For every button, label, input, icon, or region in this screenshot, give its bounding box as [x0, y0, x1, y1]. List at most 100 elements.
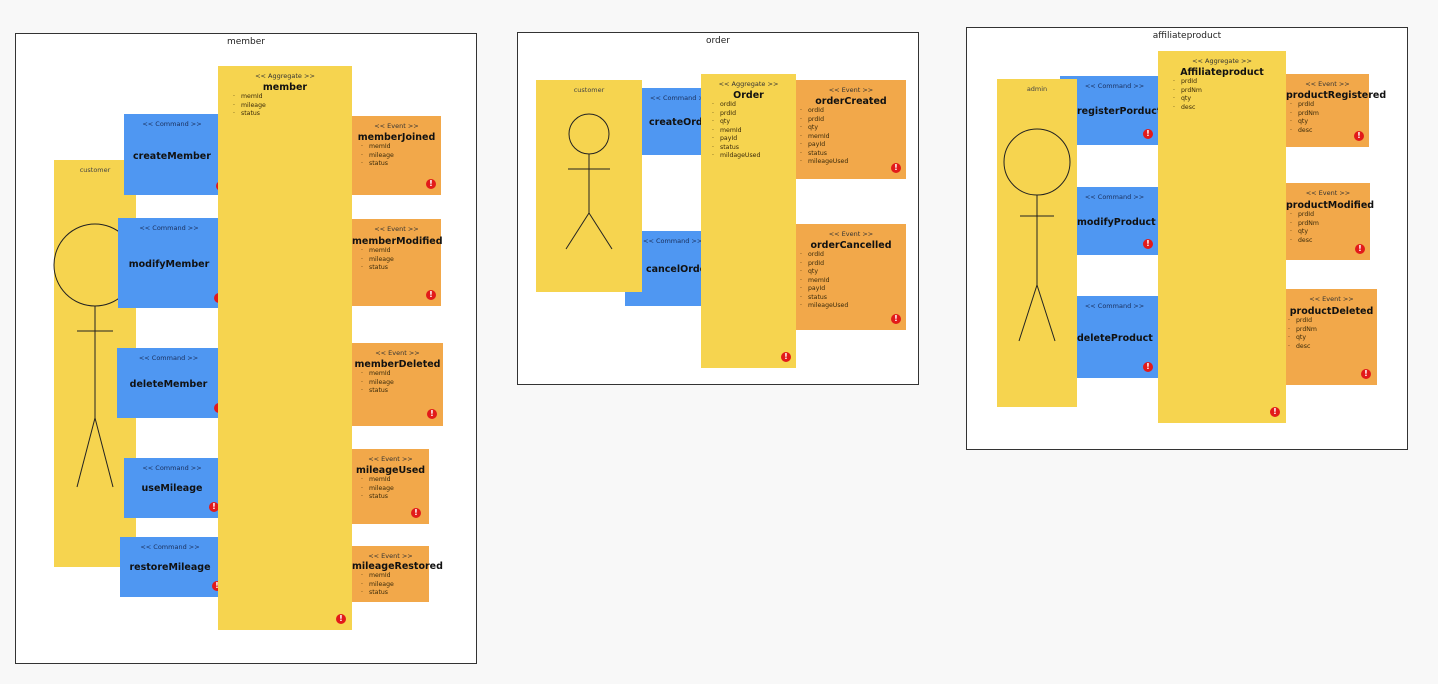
- event-member-modified[interactable]: << Event >> memberModified memId mileage…: [352, 219, 443, 306]
- command-create-order[interactable]: << Command >> createOrder: [642, 88, 714, 155]
- warning-icon[interactable]: !: [1354, 131, 1364, 141]
- warning-icon[interactable]: !: [1355, 244, 1365, 254]
- event-name: orderCreated: [815, 96, 887, 107]
- attribute: prdId: [800, 116, 848, 125]
- warning-icon[interactable]: !: [1143, 239, 1153, 249]
- attribute: mileage: [361, 379, 394, 388]
- warning-icon[interactable]: !: [209, 502, 219, 512]
- attribute: prdId: [1288, 317, 1317, 326]
- attribute: ordId: [800, 251, 848, 260]
- stereotype: << Event >>: [375, 349, 420, 357]
- warning-icon[interactable]: !: [411, 508, 421, 518]
- attribute: prdNm: [1290, 220, 1319, 229]
- attribute: status: [361, 493, 394, 502]
- stereotype: << Command >>: [138, 354, 199, 362]
- attribute: status: [361, 264, 394, 273]
- attribute: mileage: [361, 485, 394, 494]
- context-title: member: [226, 37, 266, 47]
- attribute: mileage: [361, 256, 394, 265]
- warning-icon[interactable]: !: [1361, 369, 1371, 379]
- attribute-list: memId mileage status: [361, 247, 394, 273]
- actor-admin[interactable]: admin: [997, 79, 1077, 407]
- stereotype: << Event >>: [1305, 189, 1351, 197]
- warning-icon[interactable]: !: [891, 314, 901, 324]
- event-mileage-used[interactable]: << Event >> mileageUsed memId mileage st…: [352, 449, 429, 524]
- attribute: status: [233, 110, 266, 119]
- command-name: modifyMember: [128, 259, 210, 270]
- command-name: useMileage: [141, 483, 203, 494]
- warning-icon[interactable]: !: [427, 409, 437, 419]
- event-name: mileageUsed: [355, 465, 426, 476]
- warning-icon[interactable]: !: [1270, 407, 1280, 417]
- command-name: deleteProduct: [1077, 333, 1153, 344]
- command-name: modifyProduct: [1077, 217, 1156, 228]
- attribute: memId: [361, 247, 394, 256]
- event-member-joined[interactable]: << Event >> memberJoined memId mileage s…: [352, 116, 441, 195]
- actor-customer[interactable]: customer: [536, 80, 642, 292]
- attribute-list: prdId prdNm qty desc: [1173, 78, 1202, 112]
- attribute-list: ordId prdId qty memId payId status milea…: [800, 107, 848, 167]
- command-delete-member[interactable]: << Command >> deleteMember !: [117, 348, 224, 418]
- event-product-deleted[interactable]: << Event >> productDeleted prdId prdNm q…: [1286, 289, 1377, 385]
- aggregate-name: Affiliateproduct: [1180, 67, 1264, 78]
- event-name: mileageRestored: [352, 561, 443, 572]
- warning-icon[interactable]: !: [1143, 129, 1153, 139]
- warning-icon[interactable]: !: [212, 581, 222, 591]
- stereotype: << Command >>: [650, 94, 710, 102]
- attribute: qty: [800, 124, 848, 133]
- event-product-modified[interactable]: << Event >> productModified prdId prdNm …: [1286, 183, 1375, 260]
- stereotype: << Command >>: [1084, 302, 1145, 310]
- attribute-list: ordId prdId qty memId payId status milea…: [800, 251, 848, 311]
- event-name: memberDeleted: [354, 359, 441, 370]
- warning-icon[interactable]: !: [891, 163, 901, 173]
- stereotype: << Aggregate >>: [255, 72, 315, 80]
- warning-icon[interactable]: !: [426, 290, 436, 300]
- attribute-list: prdId prdNm qty desc: [1290, 211, 1319, 245]
- attribute: memId: [800, 133, 848, 142]
- actor-label: customer: [79, 166, 111, 174]
- attribute: prdId: [1290, 101, 1319, 110]
- warning-icon[interactable]: !: [1143, 362, 1153, 372]
- attribute: status: [712, 144, 760, 153]
- attribute: mileageUsed: [800, 302, 848, 311]
- attribute: prdId: [1290, 211, 1319, 220]
- attribute: memId: [361, 143, 394, 152]
- attribute: status: [361, 589, 394, 598]
- event-order-cancelled[interactable]: << Event >> orderCancelled ordId prdId q…: [796, 224, 906, 330]
- event-member-deleted[interactable]: << Event >> memberDeleted memId mileage …: [352, 343, 443, 426]
- aggregate-affiliateproduct[interactable]: << Aggregate >> Affiliateproduct prdId p…: [1158, 51, 1286, 423]
- warning-icon[interactable]: !: [426, 179, 436, 189]
- stereotype: << Event >>: [368, 455, 413, 463]
- actor-label: customer: [573, 86, 605, 94]
- attribute: ordId: [800, 107, 848, 116]
- attribute-list: memId mileage status: [233, 93, 266, 119]
- command-name: cancelOrder: [646, 264, 711, 275]
- event-order-created[interactable]: << Event >> orderCreated ordId prdId qty…: [796, 80, 906, 179]
- attribute: mileageUsed: [800, 158, 848, 167]
- aggregate-member[interactable]: << Aggregate >> member memId mileage sta…: [218, 66, 352, 630]
- attribute: payId: [800, 285, 848, 294]
- command-name: createOrder: [649, 117, 714, 128]
- stereotype: << Event >>: [374, 225, 419, 233]
- command-restore-mileage[interactable]: << Command >> restoreMileage !: [120, 537, 222, 597]
- attribute: desc: [1290, 127, 1319, 136]
- command-use-mileage[interactable]: << Command >> useMileage !: [124, 458, 220, 518]
- event-product-registered[interactable]: << Event >> productRegistered prdId prdN…: [1286, 74, 1386, 147]
- attribute-list: ordId prdId qty memId payId status milda…: [712, 101, 760, 161]
- warning-icon[interactable]: !: [781, 352, 791, 362]
- event-name: productModified: [1286, 200, 1375, 211]
- actor-label: admin: [1026, 85, 1048, 93]
- attribute: prdNm: [1173, 87, 1202, 96]
- command-name: createMember: [133, 151, 211, 162]
- command-modify-member[interactable]: << Command >> modifyMember !: [118, 218, 224, 308]
- attribute-list: memId mileage status: [361, 476, 394, 502]
- attribute: payId: [800, 141, 848, 150]
- stereotype: << Command >>: [139, 224, 199, 232]
- warning-icon[interactable]: !: [336, 614, 346, 624]
- attribute: qty: [712, 118, 760, 127]
- aggregate-name: Order: [733, 90, 764, 101]
- stereotype: << Command >>: [140, 543, 200, 551]
- command-create-member[interactable]: << Command >> createMember !: [124, 114, 226, 195]
- aggregate-order[interactable]: << Aggregate >> Order ordId prdId qty me…: [701, 74, 796, 368]
- event-mileage-restored[interactable]: << Event >> mileageRestored memId mileag…: [352, 546, 443, 602]
